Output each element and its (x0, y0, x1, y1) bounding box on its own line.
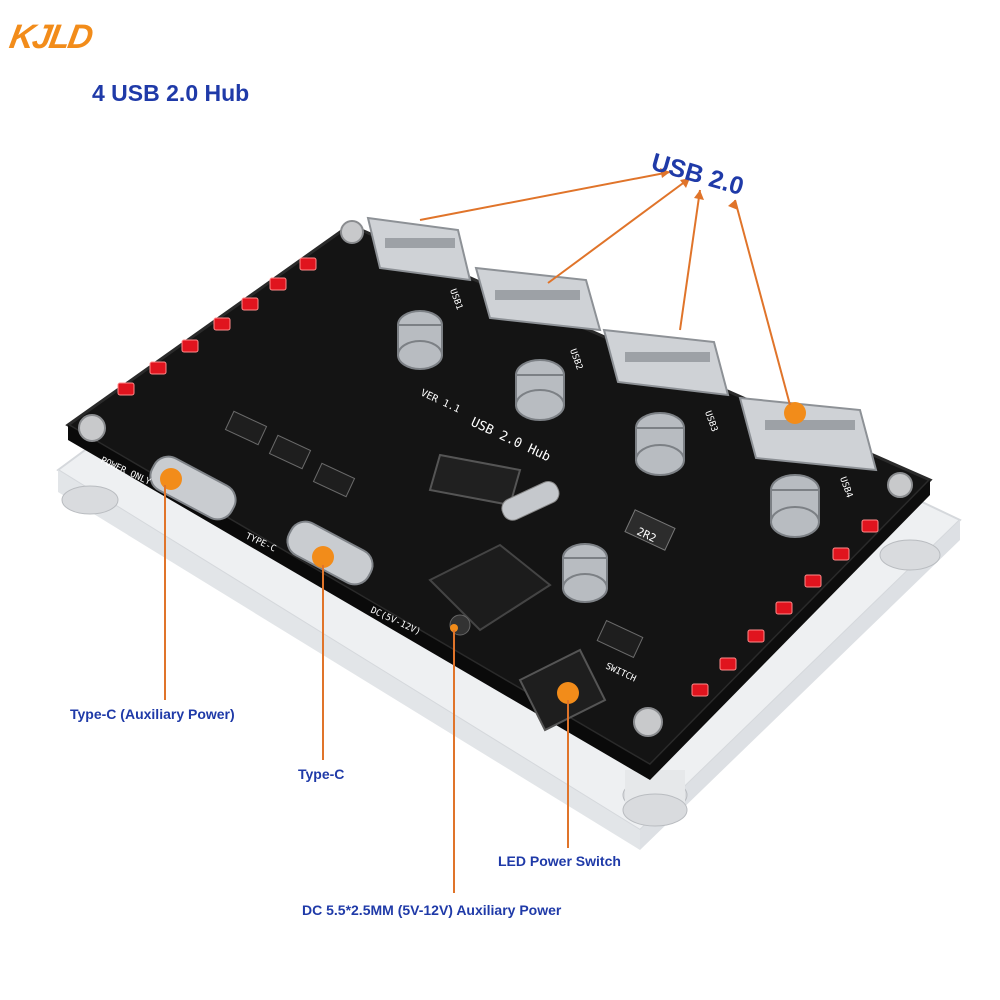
marker-typec (312, 546, 334, 568)
led-array-left (117, 257, 317, 396)
capacitors (397, 310, 820, 603)
led-array-right (691, 519, 879, 697)
callout-typec: Type-C (298, 766, 345, 782)
marker-dc-jack (450, 624, 458, 632)
crystal (501, 481, 560, 521)
callout-dc-jack: DC 5.5*2.5MM (5V-12V) Auxiliary Power (302, 902, 562, 918)
inductor-2r2 (624, 509, 676, 551)
callout-lines (164, 171, 791, 893)
standoffs (61, 485, 941, 827)
smd-components (224, 410, 644, 659)
callout-markers (160, 402, 806, 704)
callout-typec-aux: Type-C (Auxiliary Power) (70, 706, 235, 722)
page-title: 4 USB 2.0 Hub (92, 80, 250, 106)
acrylic-base-edge (58, 470, 640, 850)
screws (78, 220, 913, 737)
marker-usb4 (784, 402, 806, 424)
callout-led-switch: LED Power Switch (498, 853, 621, 869)
dc-jack (428, 543, 552, 632)
marker-typec-aux (160, 468, 182, 490)
marker-led-switch (557, 682, 579, 704)
